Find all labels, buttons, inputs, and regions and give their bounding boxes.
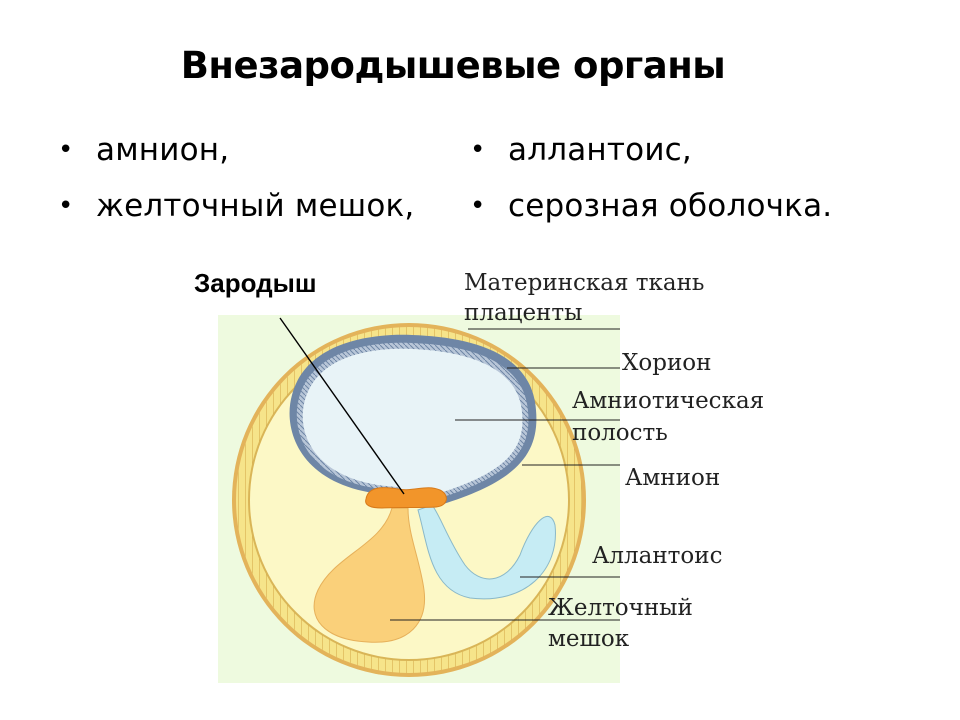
bullet-dot: • [470, 135, 486, 165]
bullet-item: • амнион, [58, 122, 414, 178]
label-chorion: Хорион [622, 350, 711, 376]
bullet-item: • аллантоис, [470, 122, 832, 178]
bullet-list-right: • аллантоис, • серозная оболочка. [470, 122, 832, 234]
yolk-sac-shape [313, 507, 426, 643]
bullet-list-left: • амнион, • желточный мешок, [58, 122, 414, 234]
label-amniotic-cavity-line1: Амниотическая [572, 388, 764, 414]
embryo-shape [365, 487, 447, 509]
bullet-item: • серозная оболочка. [470, 178, 832, 234]
bullet-dot: • [470, 191, 486, 221]
bullet-text-amnion: амнион, [96, 132, 230, 168]
label-amnion: Амнион [625, 465, 720, 491]
bullet-dot: • [58, 191, 74, 221]
label-embryo: Зародыш [194, 268, 317, 298]
label-allantois: Аллантоис [592, 543, 722, 569]
allantois-shape [417, 504, 556, 600]
slide-title: Внезародышевые органы [180, 44, 726, 87]
bullet-item: • желточный мешок, [58, 178, 414, 234]
label-yolk-sac-line2: мешок [548, 626, 630, 652]
bullet-text-serous-membrane: серозная оболочка. [508, 188, 833, 224]
pointer-embryo [279, 317, 405, 495]
label-yolk-sac-line1: Желточный [548, 595, 693, 621]
bullet-dot: • [58, 135, 74, 165]
label-maternal-tissue-line1: Материнская ткань [464, 270, 704, 296]
amniotic-cavity [302, 348, 523, 495]
bullet-text-yolk-sac: желточный мешок, [96, 188, 415, 224]
label-amniotic-cavity-line2: полость [572, 420, 668, 446]
label-maternal-tissue-line2: плаценты [464, 300, 582, 326]
bullet-text-allantois: аллантоис, [508, 132, 692, 168]
